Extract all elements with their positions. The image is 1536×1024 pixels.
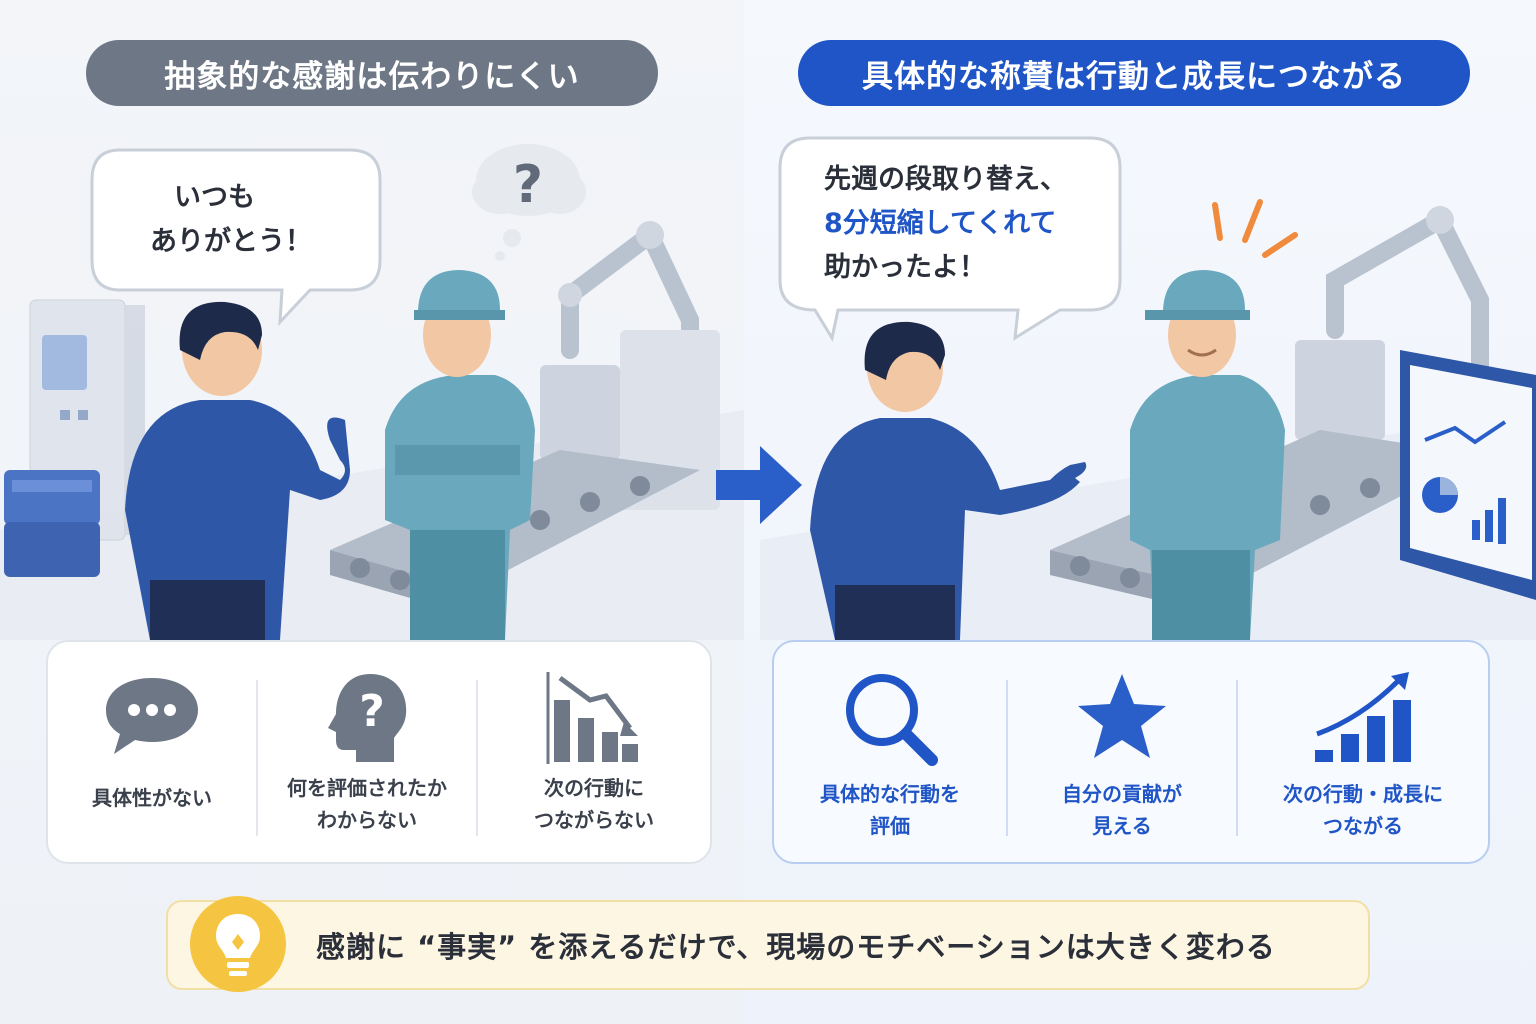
footer-message: 感謝に “事実” を添えるだけで、現場のモチベーションは大きく変わる	[316, 930, 1276, 964]
problem-item: ? 何を評価されたか わからない	[258, 642, 476, 866]
chart-decline-icon	[546, 672, 638, 764]
right-scene-illustration	[760, 136, 1536, 640]
thought-cloud: ?	[472, 144, 586, 261]
problem-label: 次の行動に つながらない	[534, 776, 654, 832]
dashboard-monitor	[1400, 350, 1536, 600]
left-heading: 抽象的な感謝は伝わりにくい	[86, 40, 658, 106]
benefit-label: 自分の貢献が 見える	[1062, 782, 1182, 838]
benefit-label: 次の行動・成長に つながる	[1283, 782, 1443, 838]
problem-item: 次の行動に つながらない	[478, 642, 710, 866]
right-heading: 具体的な称賛は行動と成長につながる	[798, 40, 1470, 106]
chart-growth-icon	[1315, 672, 1411, 762]
worker-figure	[385, 270, 535, 640]
benefit-item: 次の行動・成長に つながる	[1238, 642, 1488, 866]
left-problem-card: 具体性がない ? 何を評価されたか わからない 次の行動に つながらない	[46, 640, 712, 864]
svg-text:?: ?	[359, 686, 385, 737]
left-bubble-line: ありがとう！	[150, 226, 312, 257]
right-bubble-text: 先週の段取り替え、 8分短縮してくれて 助かったよ！	[824, 158, 1067, 290]
magnifier-icon	[846, 674, 938, 766]
benefit-label: 具体的な行動を 評価	[820, 782, 960, 838]
left-bubble-line: いつも	[174, 182, 255, 213]
right-bubble-highlight: 8分短縮してくれて	[824, 208, 1057, 239]
svg-text:?: ?	[513, 155, 543, 215]
head-question-icon: ?	[328, 674, 407, 762]
left-bubble-text: いつも ありがとう！	[150, 176, 312, 264]
blue-crates	[4, 470, 100, 577]
benefit-item: 具体的な行動を 評価	[774, 642, 1006, 866]
divider	[256, 680, 258, 836]
benefit-item: 自分の貢献が 見える	[1008, 642, 1236, 866]
problem-item: 具体性がない	[48, 642, 256, 866]
right-bubble-line: 先週の段取り替え、	[824, 164, 1067, 195]
footer-banner: 感謝に “事実” を添えるだけで、現場のモチベーションは大きく変わる	[166, 896, 1370, 992]
divider	[1236, 680, 1238, 836]
lightbulb-icon	[190, 896, 286, 992]
left-scene-illustration: ?	[0, 144, 744, 640]
worker-figure	[1130, 270, 1285, 640]
divider	[476, 680, 478, 836]
transition-arrow-icon	[716, 446, 802, 524]
problem-label: 具体性がない	[92, 786, 212, 810]
right-bubble-line: 助かったよ！	[824, 252, 986, 283]
speech-dots-icon	[106, 678, 198, 754]
manager-figure	[810, 321, 1087, 640]
right-speech-bubble	[778, 136, 1122, 343]
divider	[1006, 680, 1008, 836]
right-benefit-card: 具体的な行動を 評価 自分の貢献が 見える 次の行動・成長に つながる	[772, 640, 1490, 864]
problem-label: 何を評価されたか わからない	[287, 776, 447, 832]
left-speech-bubble	[90, 148, 382, 327]
star-icon	[1078, 674, 1166, 758]
manager-figure	[125, 301, 350, 640]
emphasis-lines	[1212, 199, 1298, 258]
